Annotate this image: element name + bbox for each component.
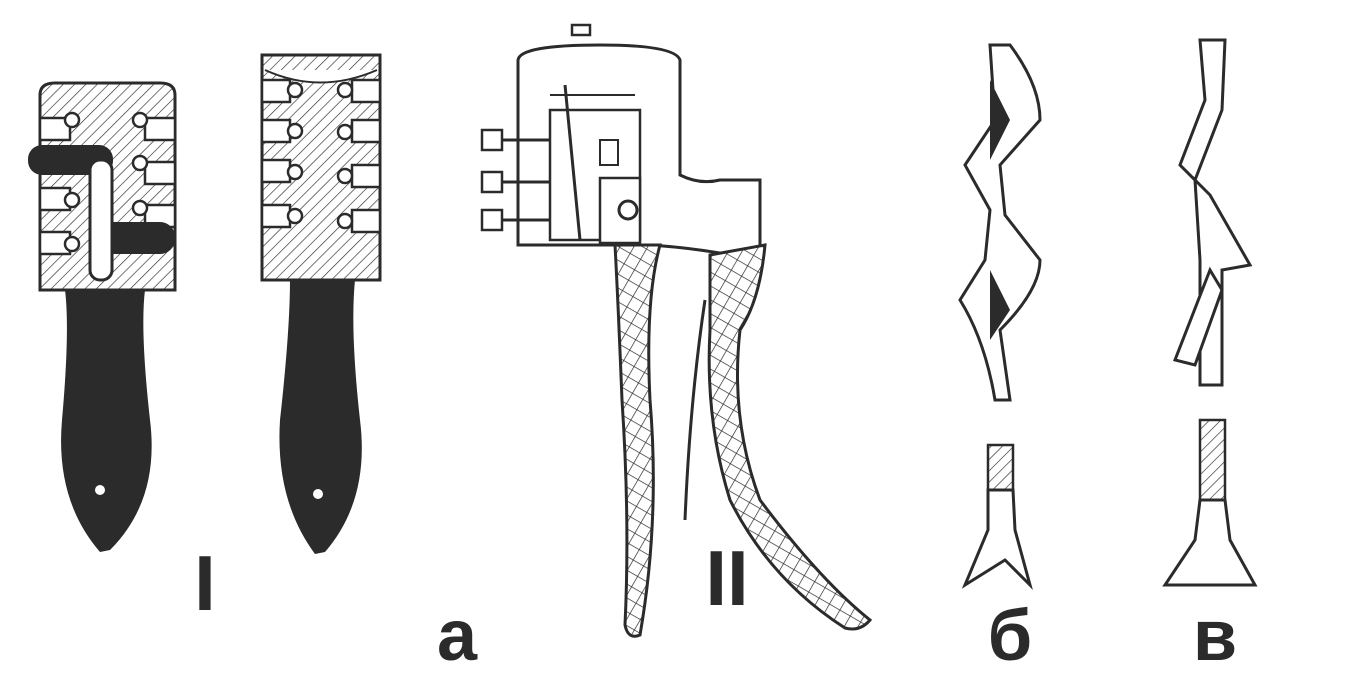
label-b: б (988, 596, 1032, 676)
label-a: а (437, 596, 478, 676)
hand-saw-set-fixed (260, 53, 382, 554)
set-pattern-alternate (958, 43, 1042, 591)
pliers-saw-set (480, 23, 873, 638)
hand-saw-set-adjustable (28, 81, 177, 552)
label-v: в (1193, 596, 1237, 676)
label-tool-one: I (194, 539, 216, 627)
label-tool-two: II (705, 534, 748, 622)
set-pattern-split (1162, 38, 1258, 587)
